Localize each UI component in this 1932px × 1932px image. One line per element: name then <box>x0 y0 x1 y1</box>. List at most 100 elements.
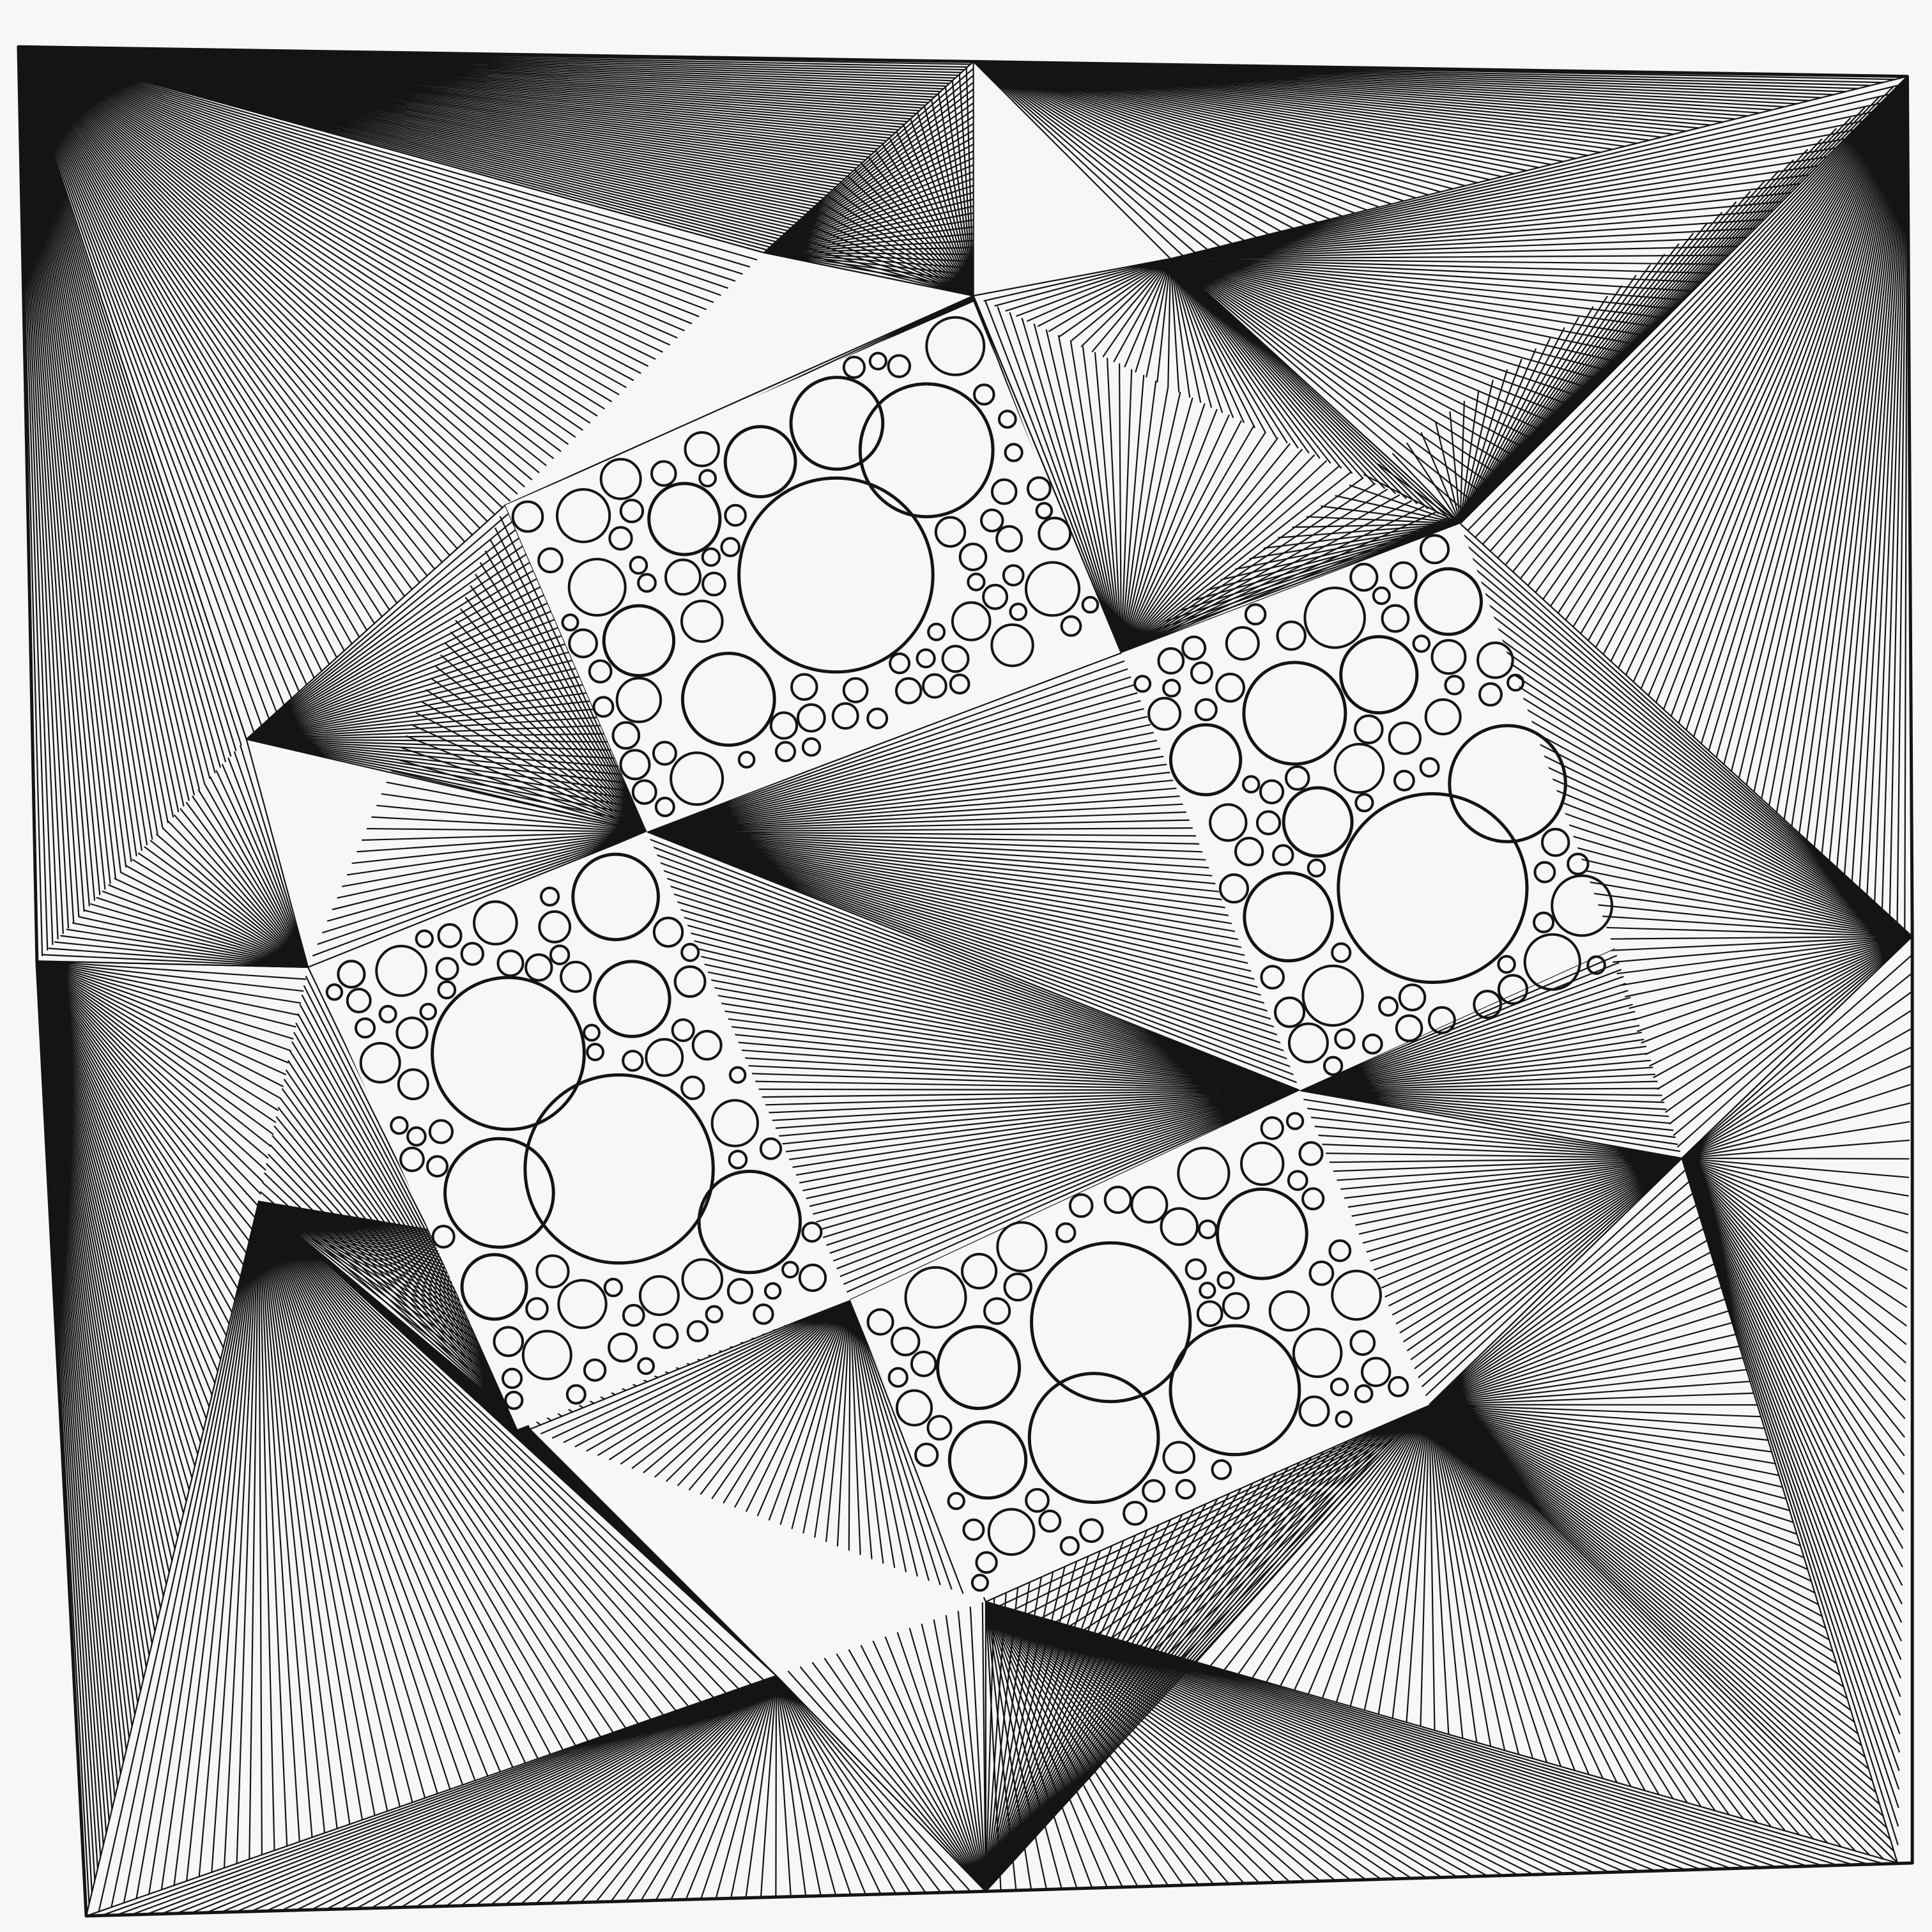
small-circle <box>629 555 648 575</box>
small-circle <box>1234 836 1264 866</box>
small-circle <box>1424 698 1462 735</box>
small-circle <box>868 351 887 371</box>
small-circle <box>652 740 677 766</box>
small-circle <box>1181 635 1207 661</box>
large-circle <box>680 652 776 747</box>
small-circle <box>622 1303 645 1327</box>
small-circle <box>1184 1258 1207 1280</box>
small-circle <box>1333 742 1385 794</box>
small-circle <box>801 737 822 757</box>
small-circle <box>842 355 866 379</box>
small-circle <box>637 1357 655 1376</box>
circle-panels <box>314 302 1614 1602</box>
small-circle <box>1255 810 1282 836</box>
small-circle <box>1199 1282 1216 1300</box>
small-circle <box>894 677 923 705</box>
small-circle <box>1335 1410 1353 1429</box>
small-circle <box>983 1297 1011 1325</box>
fan-center-e <box>646 831 1301 1301</box>
large-circle <box>523 1073 715 1265</box>
small-circle <box>980 508 1004 533</box>
small-circle <box>650 460 677 487</box>
small-circle <box>1240 1141 1285 1186</box>
small-circle <box>996 1221 1048 1273</box>
small-circle <box>1259 779 1285 805</box>
small-circle <box>1322 1055 1344 1077</box>
small-circle <box>1218 873 1250 904</box>
small-circle <box>1412 634 1431 653</box>
small-circle <box>710 1099 760 1147</box>
small-circle <box>1282 786 1354 858</box>
small-circle <box>702 571 726 597</box>
small-circle <box>1244 603 1267 625</box>
small-circle <box>1130 1186 1169 1224</box>
small-circle <box>1004 443 1023 463</box>
large-circle <box>1242 661 1347 766</box>
small-circle <box>1157 647 1185 675</box>
small-circle <box>647 482 722 556</box>
large-circle <box>697 1169 802 1275</box>
small-circle <box>680 1075 705 1100</box>
small-circle <box>1196 1300 1223 1328</box>
small-circle <box>1059 1536 1080 1556</box>
small-circle <box>949 673 970 694</box>
small-circle <box>337 960 366 989</box>
small-circle <box>1038 516 1072 551</box>
small-circle <box>571 852 660 942</box>
small-circle <box>726 1278 754 1305</box>
small-circle <box>1190 661 1213 685</box>
small-circle <box>1260 1116 1284 1140</box>
small-circle <box>798 1263 827 1292</box>
small-circle <box>1301 964 1364 1027</box>
small-circle <box>1287 1170 1308 1192</box>
small-circle <box>583 1358 607 1382</box>
small-circle <box>1276 620 1307 651</box>
small-circle <box>680 599 724 643</box>
fan-upper-d <box>1170 75 1908 525</box>
fan-bottom-left-a <box>85 1200 778 1917</box>
large-circle <box>1027 1372 1160 1505</box>
small-circle <box>583 1023 601 1042</box>
small-circle <box>926 1414 953 1441</box>
small-circle <box>599 457 642 500</box>
small-circle <box>1194 698 1218 721</box>
small-circle <box>1349 1330 1376 1356</box>
small-circle <box>1035 502 1054 520</box>
fan-right-d <box>1299 1089 1683 1406</box>
small-circle <box>502 1367 523 1390</box>
panel-fill <box>1121 523 1614 1091</box>
fan-left-b <box>36 739 309 968</box>
small-circle <box>728 1149 748 1170</box>
small-circle <box>493 1326 525 1358</box>
small-circle <box>967 572 986 592</box>
fan-top-mid <box>972 61 1908 260</box>
small-circle <box>1103 1185 1132 1215</box>
large-circle <box>431 976 586 1131</box>
small-circle <box>346 988 372 1014</box>
small-circle <box>355 1017 376 1039</box>
small-circle <box>473 900 518 946</box>
small-circle <box>1551 874 1614 937</box>
small-circle <box>538 910 572 944</box>
small-circle <box>1298 1395 1330 1427</box>
string-art-fans <box>17 46 1913 1917</box>
small-circle <box>437 980 457 1000</box>
large-circle <box>789 376 885 471</box>
small-circle <box>556 488 611 544</box>
small-circle <box>521 1330 572 1381</box>
small-circle <box>790 673 818 701</box>
small-circle <box>1241 775 1261 793</box>
small-circle <box>608 526 633 551</box>
large-circle <box>1337 792 1529 985</box>
small-circle <box>705 1305 724 1324</box>
small-circle <box>1419 534 1450 565</box>
fan-upper-b <box>763 61 974 296</box>
small-circle <box>637 572 657 593</box>
small-circle <box>560 960 592 993</box>
panel-fill <box>505 302 1116 832</box>
small-circle <box>1216 1271 1235 1290</box>
small-circle <box>680 942 700 962</box>
small-circle <box>684 431 720 468</box>
fan-bottom-right-b <box>985 1601 1899 1892</box>
small-circle <box>375 944 427 997</box>
